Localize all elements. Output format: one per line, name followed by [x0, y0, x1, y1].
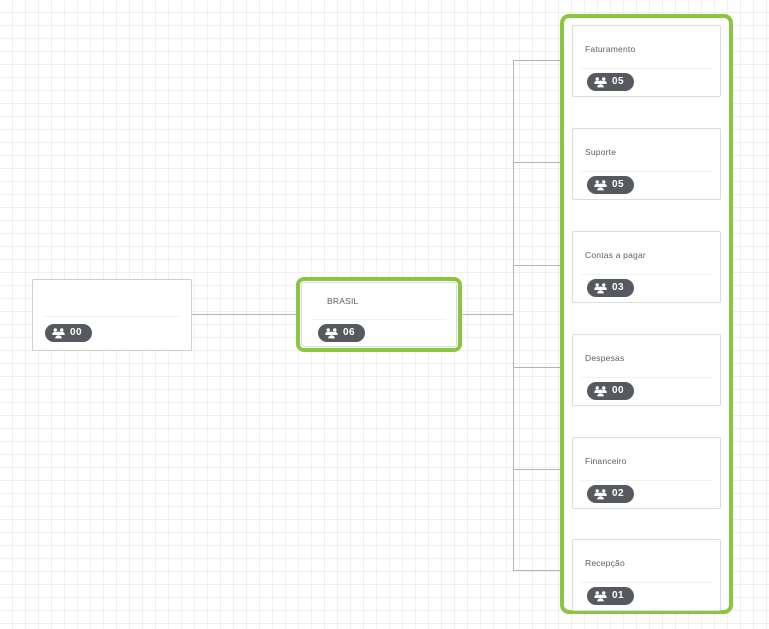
card-divider — [581, 582, 712, 583]
org-node-label: Suporte — [585, 147, 617, 157]
org-node-label: Faturamento — [585, 44, 636, 54]
org-node-label: Financeiro — [585, 456, 627, 466]
connector-branch-2 — [513, 162, 561, 163]
member-count-badge[interactable]: 00 — [587, 382, 635, 400]
member-count-value: 05 — [612, 179, 625, 190]
org-node-despesas[interactable]: Despesas 00 — [572, 334, 721, 406]
org-node-label: Recepção — [585, 558, 625, 568]
connector-branch-1 — [513, 60, 561, 61]
member-count-badge[interactable]: 03 — [587, 279, 635, 297]
card-divider — [581, 68, 712, 69]
users-group-icon — [594, 77, 607, 88]
org-node-financeiro[interactable]: Financeiro 02 — [572, 437, 721, 509]
connector-root-to-brasil — [192, 314, 296, 315]
member-count-badge[interactable]: 06 — [318, 324, 366, 342]
member-count-value: 05 — [612, 76, 625, 87]
users-group-icon — [52, 328, 65, 339]
connector-branch-6 — [513, 570, 561, 571]
card-divider — [312, 319, 446, 320]
member-count-value: 02 — [612, 488, 625, 499]
member-count-value: 00 — [612, 385, 625, 396]
card-divider — [581, 274, 712, 275]
org-node-label: Despesas — [585, 353, 625, 363]
member-count-badge[interactable]: 05 — [587, 176, 635, 194]
card-divider — [581, 377, 712, 378]
users-group-icon — [594, 283, 607, 294]
member-count-badge[interactable]: 01 — [587, 587, 635, 605]
org-node-suporte[interactable]: Suporte 05 — [572, 128, 721, 200]
org-node-faturamento[interactable]: Faturamento 05 — [572, 25, 721, 97]
connector-branch-4 — [513, 367, 561, 368]
org-node-brasil-selection-ring[interactable]: BRASIL 06 — [296, 277, 462, 352]
users-group-icon — [325, 328, 338, 339]
org-node-brasil[interactable]: BRASIL 06 — [301, 282, 457, 347]
connector-branch-3 — [513, 265, 561, 266]
department-group-selection-ring[interactable]: Faturamento 05 Suporte — [560, 14, 733, 614]
card-divider — [43, 316, 181, 317]
org-node-root[interactable]: 00 — [32, 279, 192, 351]
member-count-value: 06 — [343, 327, 356, 338]
users-group-icon — [594, 591, 607, 602]
org-node-recepcao[interactable]: Recepção 01 — [572, 539, 721, 611]
member-count-badge[interactable]: 00 — [45, 324, 93, 342]
member-count-value: 03 — [612, 282, 625, 293]
card-divider — [581, 171, 712, 172]
card-divider — [581, 480, 712, 481]
org-node-label: Contas a pagar — [585, 250, 646, 260]
connector-brasil-to-trunk — [462, 314, 514, 315]
member-count-value: 01 — [612, 590, 625, 601]
member-count-value: 00 — [70, 327, 83, 338]
member-count-badge[interactable]: 02 — [587, 485, 635, 503]
member-count-badge[interactable]: 05 — [587, 73, 635, 91]
users-group-icon — [594, 386, 607, 397]
users-group-icon — [594, 180, 607, 191]
users-group-icon — [594, 489, 607, 500]
connector-trunk — [513, 60, 514, 570]
org-node-brasil-label: BRASIL — [327, 296, 359, 306]
connector-branch-5 — [513, 469, 561, 470]
org-node-contas-a-pagar[interactable]: Contas a pagar 03 — [572, 231, 721, 303]
